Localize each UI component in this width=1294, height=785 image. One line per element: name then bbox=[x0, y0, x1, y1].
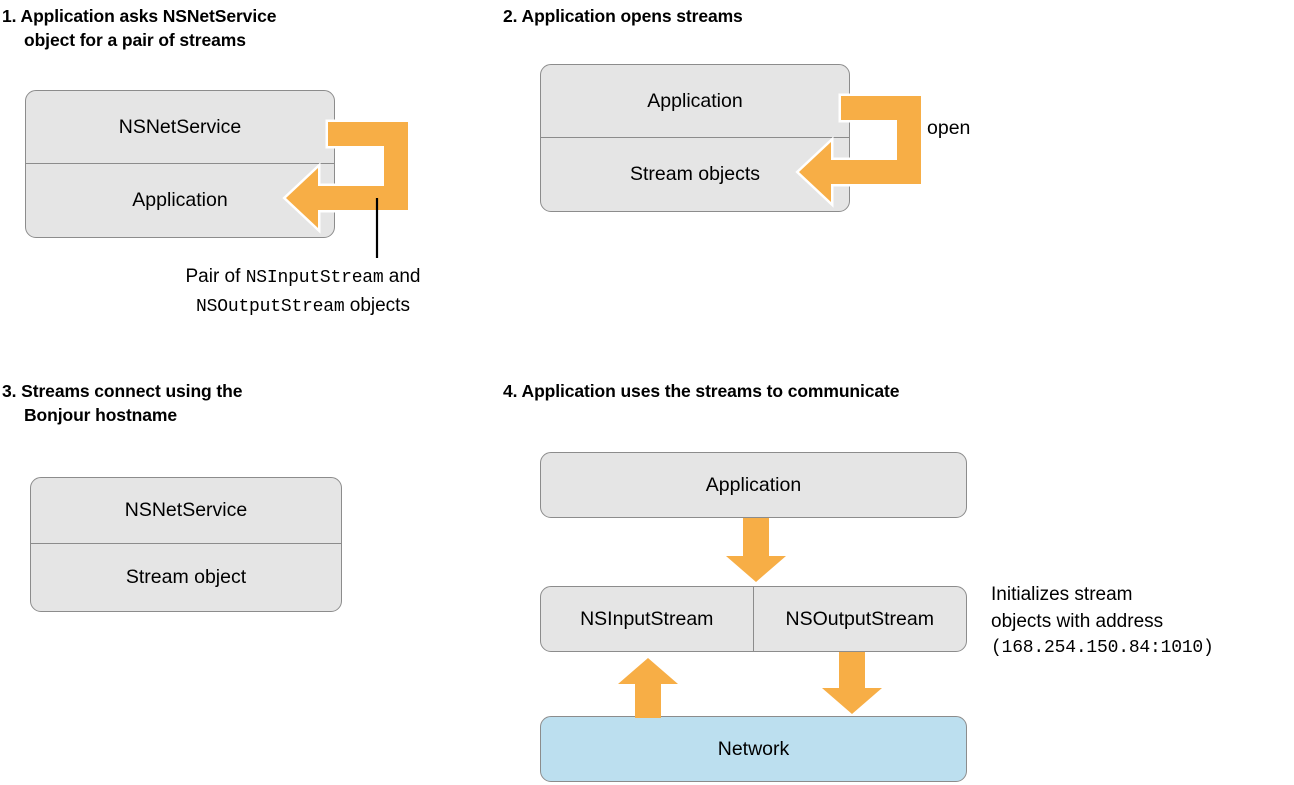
panel-2-open-label: open bbox=[927, 117, 971, 139]
panel-4-streams-row: NSInputStream NSOutputStream bbox=[541, 587, 966, 651]
panel-4-caption-address: (168.254.150.84:1010) bbox=[991, 638, 1214, 658]
panel-3-number: 3. bbox=[2, 381, 17, 401]
panel-2-heading-line-1: Application opens streams bbox=[521, 6, 743, 26]
panel-2-cell-stream-objects-label: Stream objects bbox=[629, 163, 761, 185]
panel-1-caption-line-1: Pair of NSInputStream and bbox=[185, 266, 421, 288]
panel-4-application-box: Application bbox=[540, 452, 967, 518]
panel-4-arrow-down-app-to-streams-icon bbox=[726, 518, 786, 582]
panel-4-caption-line-1: Initializes stream bbox=[991, 584, 1133, 605]
panel-1-caption-pre: Pair of bbox=[185, 266, 246, 287]
panel-4-arrow-up-network-to-input-icon bbox=[618, 658, 678, 718]
panel-3-cell-nsnetservice-label: NSNetService bbox=[124, 499, 248, 521]
panel-3-heading-line-2: Bonjour hostname bbox=[24, 405, 177, 425]
panel-1-number: 1. bbox=[2, 6, 17, 26]
panel-4-cell-nsinputstream: NSInputStream bbox=[541, 587, 754, 651]
panel-4-cell-application-label: Application bbox=[705, 473, 802, 496]
panel-2-heading: 2. Application opens streams bbox=[503, 4, 1023, 28]
panel-1-cell-application: Application bbox=[26, 164, 334, 237]
panel-4-caption-line-2: objects with address bbox=[991, 611, 1164, 632]
panel-4-cell-network: Network bbox=[541, 717, 966, 781]
panel-4-caption: Initializes stream objects with address … bbox=[991, 581, 1291, 662]
panel-3-heading-line-1: Streams connect using the bbox=[21, 381, 243, 401]
panel-4-cell-nsinputstream-label: NSInputStream bbox=[580, 607, 714, 630]
panel-4-heading: 4. Application uses the streams to commu… bbox=[503, 379, 1143, 403]
panel-4-number: 4. bbox=[503, 381, 518, 401]
panel-3-cell-nsnetservice: NSNetService bbox=[31, 478, 341, 544]
panel-1-cell-nsnetservice: NSNetService bbox=[26, 91, 334, 164]
panel-1-heading: 1. Application asks NSNetService object f… bbox=[2, 4, 462, 52]
panel-1-caption-line-2: NSOutputStream objects bbox=[196, 295, 410, 317]
panel-2-cell-stream-objects: Stream objects bbox=[541, 138, 849, 211]
panel-1-caption-nsinputstream: NSInputStream bbox=[245, 268, 384, 288]
panel-1-heading-line-2: object for a pair of streams bbox=[24, 30, 246, 50]
panel-1-stack-box: NSNetService Application bbox=[25, 90, 335, 238]
panel-1-caption: Pair of NSInputStream and NSOutputStream… bbox=[128, 263, 478, 321]
panel-3-cell-stream-object-label: Stream object bbox=[125, 565, 247, 588]
panel-4-arrow-down-output-to-network-icon bbox=[822, 652, 882, 714]
panel-4-network-box: Network bbox=[540, 716, 967, 782]
panel-3-stack-box: NSNetService Stream object bbox=[30, 477, 342, 612]
panel-4-cell-nsoutputstream: NSOutputStream bbox=[754, 587, 967, 651]
panel-1-caption-nsoutputstream: NSOutputStream bbox=[196, 297, 345, 317]
panel-3-cell-stream-object: Stream object bbox=[31, 544, 341, 610]
panel-2-cell-application-label: Application bbox=[647, 89, 743, 112]
panel-4-cell-application: Application bbox=[541, 453, 966, 517]
panel-4-cell-network-label: Network bbox=[717, 737, 790, 760]
panel-1-heading-line-1: Application asks NSNetService bbox=[20, 6, 277, 26]
panel-4-heading-line-1: Application uses the streams to communic… bbox=[521, 381, 900, 401]
panel-4-streams-box: NSInputStream NSOutputStream bbox=[540, 586, 967, 652]
panel-2-cell-application: Application bbox=[541, 65, 849, 138]
panel-1-caption-post-2: objects bbox=[344, 295, 410, 316]
panel-1-cell-nsnetservice-label: NSNetService bbox=[118, 115, 242, 138]
panel-1-caption-post: and bbox=[383, 266, 421, 287]
panel-2-number: 2. bbox=[503, 6, 518, 26]
panel-2-stack-box: Application Stream objects bbox=[540, 64, 850, 212]
panel-1-cell-application-label: Application bbox=[132, 189, 228, 211]
panel-4-cell-nsoutputstream-label: NSOutputStream bbox=[785, 607, 934, 630]
